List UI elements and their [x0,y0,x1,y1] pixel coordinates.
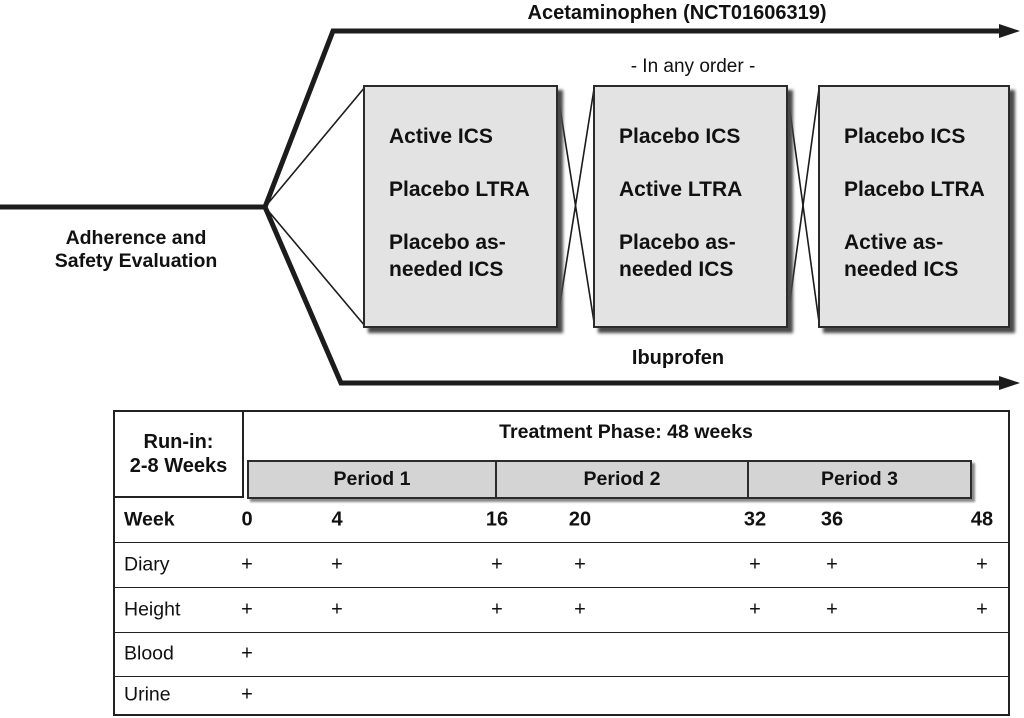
table-row-diary: Diary + + + + + + + [115,542,1008,588]
row-label: Blood [124,642,174,665]
week-row-label: Week [124,508,175,531]
week-value: 20 [568,508,592,531]
assessment-mark: + [976,598,988,620]
treatment-line: Placebo ICS [844,125,966,148]
treatment-box-3: Placebo ICS Placebo LTRA Active as-neede… [818,85,1010,328]
run-in-label-line2: 2-8 Weeks [129,455,228,477]
treatment-line: Active as-needed ICS [844,231,959,281]
acetaminophen-arrow-line [262,28,1001,208]
week-value: 32 [743,508,767,531]
assessment-mark: + [241,598,253,620]
treatment-line: Placebo LTRA [389,178,530,201]
ibuprofen-arrowhead-icon [999,376,1020,390]
period-2-segment: Period 2 [497,460,749,499]
adherence-safety-label-line1: Adherence and [65,227,207,249]
fan-line-upper [264,86,366,208]
table-row-height: Height + + + + + + + [115,587,1008,633]
week-value: 36 [820,508,844,531]
assessment-schedule-table: Run-in: 2-8 Weeks Treatment Phase: 48 we… [113,410,1010,716]
ibuprofen-arrow-line [262,206,1001,386]
week-value: 0 [241,508,253,531]
acetaminophen-arrowhead-icon [999,24,1020,38]
fan-line-lower [264,206,366,327]
row-label: Urine [124,683,171,705]
in-any-order-note: - In any order - [630,56,756,77]
treatment-box-1: Active ICS Placebo LTRA Placebo as-neede… [363,85,558,328]
assessment-mark: + [749,598,761,620]
period-3-segment: Period 3 [749,460,972,499]
run-in-label-line1: Run-in: [143,431,214,453]
ibuprofen-arm-label: Ibuprofen [631,347,725,369]
assessment-mark: + [826,598,838,620]
assessment-mark: + [241,683,253,705]
assessment-mark: + [241,642,253,665]
treatment-box-2: Placebo ICS Active LTRA Placebo as-neede… [593,85,788,328]
row-label: Diary [124,553,170,575]
acetaminophen-arm-label: Acetaminophen (NCT01606319) [527,2,827,24]
assessment-mark: + [826,553,838,575]
assessment-mark: + [491,553,503,575]
adherence-safety-label: Adherence and Safety Evaluation [16,227,256,273]
treatment-phase-header: Treatment Phase: 48 weeks [499,421,753,443]
treatment-line: Placebo as-needed ICS [389,231,506,281]
week-value: 4 [331,508,343,531]
assessment-mark: + [976,553,988,575]
table-row-blood: Blood + [115,632,1008,677]
week-value: 48 [970,508,994,531]
table-row-urine: Urine + [115,676,1008,713]
week-value: 16 [485,508,509,531]
crossover-line [556,88,595,323]
assessment-mark: + [241,553,253,575]
period-1-segment: Period 1 [247,460,497,499]
assessment-mark: + [491,598,503,620]
treatment-line: Active LTRA [619,178,743,201]
assessment-mark: + [574,598,586,620]
treatment-line: Placebo LTRA [844,178,985,201]
assessment-mark: + [331,553,343,575]
treatment-line: Active ICS [389,125,493,148]
assessment-mark: + [749,553,761,575]
assessment-mark: + [331,598,343,620]
period-bar: Period 1 Period 2 Period 3 [247,460,972,499]
row-label: Height [124,598,181,620]
crossover-line [786,88,820,323]
assessment-mark: + [574,553,586,575]
treatment-line: Placebo ICS [619,125,741,148]
week-row: Week 0 4 16 20 32 36 48 [115,498,1008,543]
run-in-cell: Run-in: 2-8 Weeks [115,412,244,498]
treatment-line: Placebo as-needed ICS [619,231,736,281]
adherence-safety-label-line2: Safety Evaluation [54,250,218,272]
